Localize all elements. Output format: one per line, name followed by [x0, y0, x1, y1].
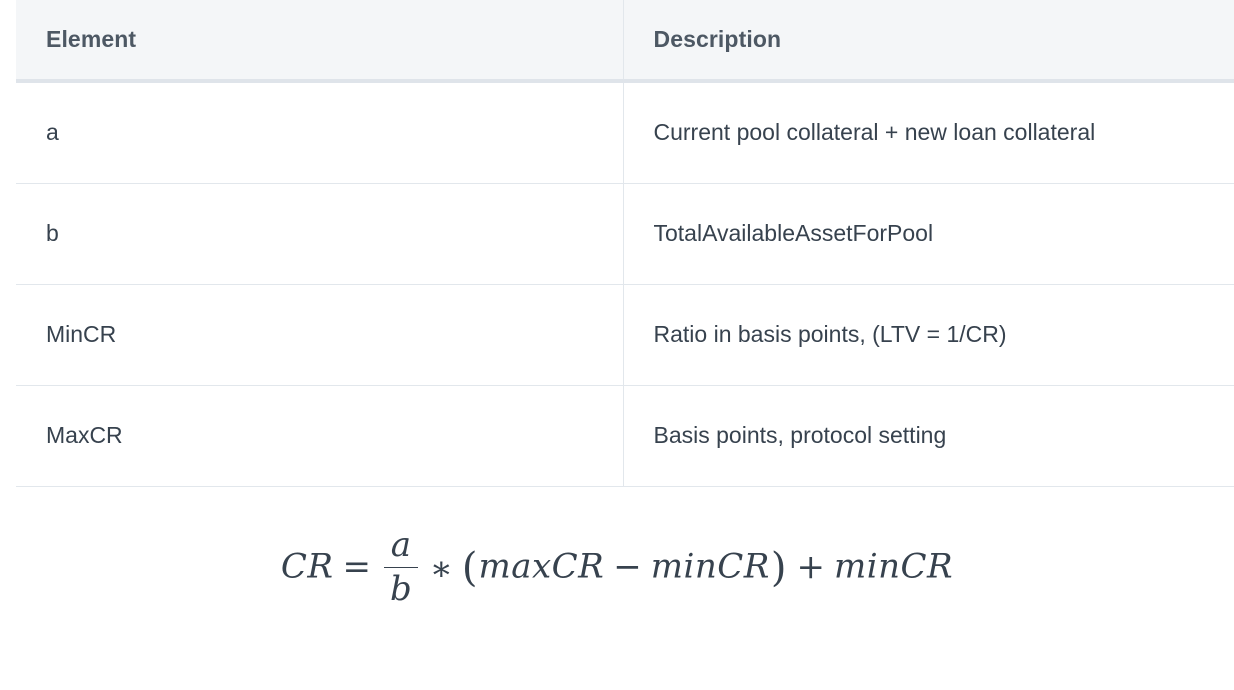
- formula-max-cr: maxCR: [478, 546, 605, 587]
- element-description-table: Element Description a Current pool colla…: [16, 0, 1234, 487]
- formula-numerator: a: [390, 525, 411, 565]
- formula-min-cr: minCR: [650, 546, 770, 587]
- cell-element: b: [16, 183, 623, 285]
- formula-multiplication-operator: ∗: [429, 548, 453, 589]
- table-row: b TotalAvailableAssetForPool: [16, 183, 1234, 285]
- cell-description: TotalAvailableAssetForPool: [622, 183, 1234, 285]
- cell-description: Current pool collateral + new loan colla…: [622, 81, 1234, 184]
- formula-minus-operator: −: [613, 546, 642, 587]
- formula-lhs: CR: [280, 546, 334, 587]
- table-row: a Current pool collateral + new loan col…: [16, 81, 1234, 184]
- cell-description: Ratio in basis points, (LTV = 1/CR): [622, 284, 1234, 386]
- formula-fraction-bar: [383, 566, 418, 569]
- formula-trailing-min-cr: minCR: [834, 546, 954, 587]
- formula-open-paren: (: [461, 544, 478, 591]
- table-row: MaxCR Basis points, protocol setting: [16, 385, 1234, 487]
- formula-equals-sign: =: [342, 546, 371, 587]
- cell-element: MaxCR: [16, 385, 623, 487]
- formula-close-paren: ): [770, 544, 787, 591]
- table-header: Element Description: [16, 0, 1234, 83]
- table-row: MinCR Ratio in basis points, (LTV = 1/CR…: [16, 284, 1234, 386]
- cell-element: a: [16, 81, 623, 184]
- table-header-row: Element Description: [16, 0, 1234, 83]
- column-header-element: Element: [16, 0, 623, 83]
- cell-description: Basis points, protocol setting: [622, 385, 1234, 487]
- spec-table-container: Element Description a Current pool colla…: [16, 0, 1234, 487]
- table-body: a Current pool collateral + new loan col…: [16, 81, 1234, 487]
- column-header-description: Description: [622, 0, 1234, 83]
- formula-denominator: b: [389, 569, 412, 610]
- cell-element: MinCR: [16, 284, 623, 386]
- formula-plus-operator: +: [796, 546, 826, 587]
